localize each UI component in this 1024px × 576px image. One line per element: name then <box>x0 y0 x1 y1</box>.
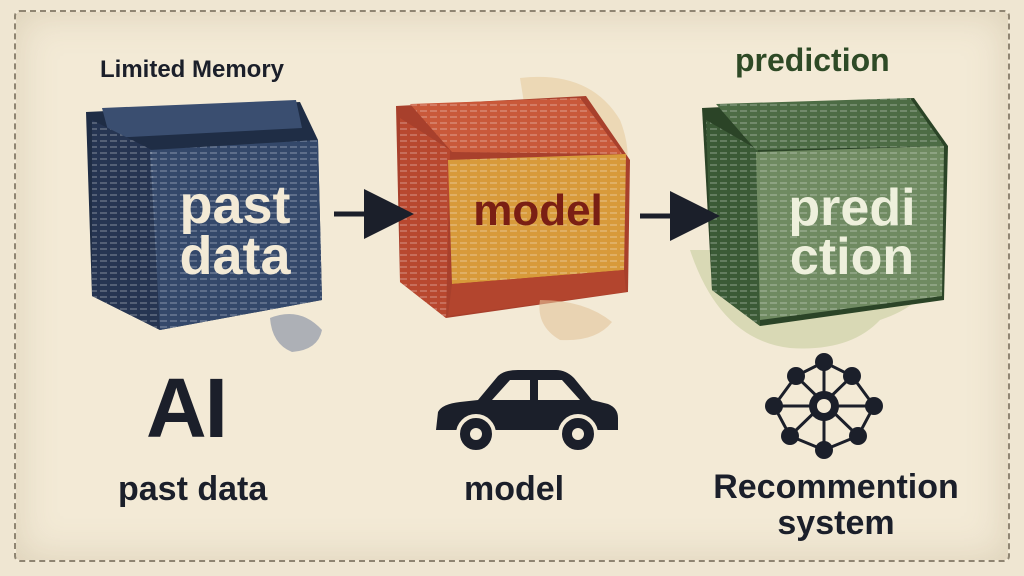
recommendation-caption-line1: Recommention <box>713 468 959 506</box>
recommendation-caption: Recommention system <box>686 468 986 542</box>
past-data-cube-label-line2: data <box>179 226 291 287</box>
recommendation-caption-line2: system <box>777 503 895 542</box>
past-data-cube-label: past data <box>150 175 320 287</box>
limited-memory-header: Limited Memory <box>100 56 285 83</box>
prediction-cube <box>690 98 948 349</box>
model-cube <box>396 76 630 341</box>
prediction-cube-label: predi ction <box>760 179 944 287</box>
past-data-caption: past data <box>118 470 268 508</box>
past-data-cube <box>86 100 322 352</box>
prediction-cube-label-line1: predi <box>788 179 916 237</box>
prediction-cube-label-line2: ction <box>789 228 915 287</box>
prediction-header: prediction <box>735 42 890 78</box>
car-icon <box>436 370 618 454</box>
model-cube-label: model <box>473 186 603 235</box>
model-caption: model <box>464 470 565 508</box>
network-icon <box>765 353 883 459</box>
ai-glyph: AI <box>146 361 228 455</box>
past-data-cube-label-line1: past <box>179 175 291 235</box>
